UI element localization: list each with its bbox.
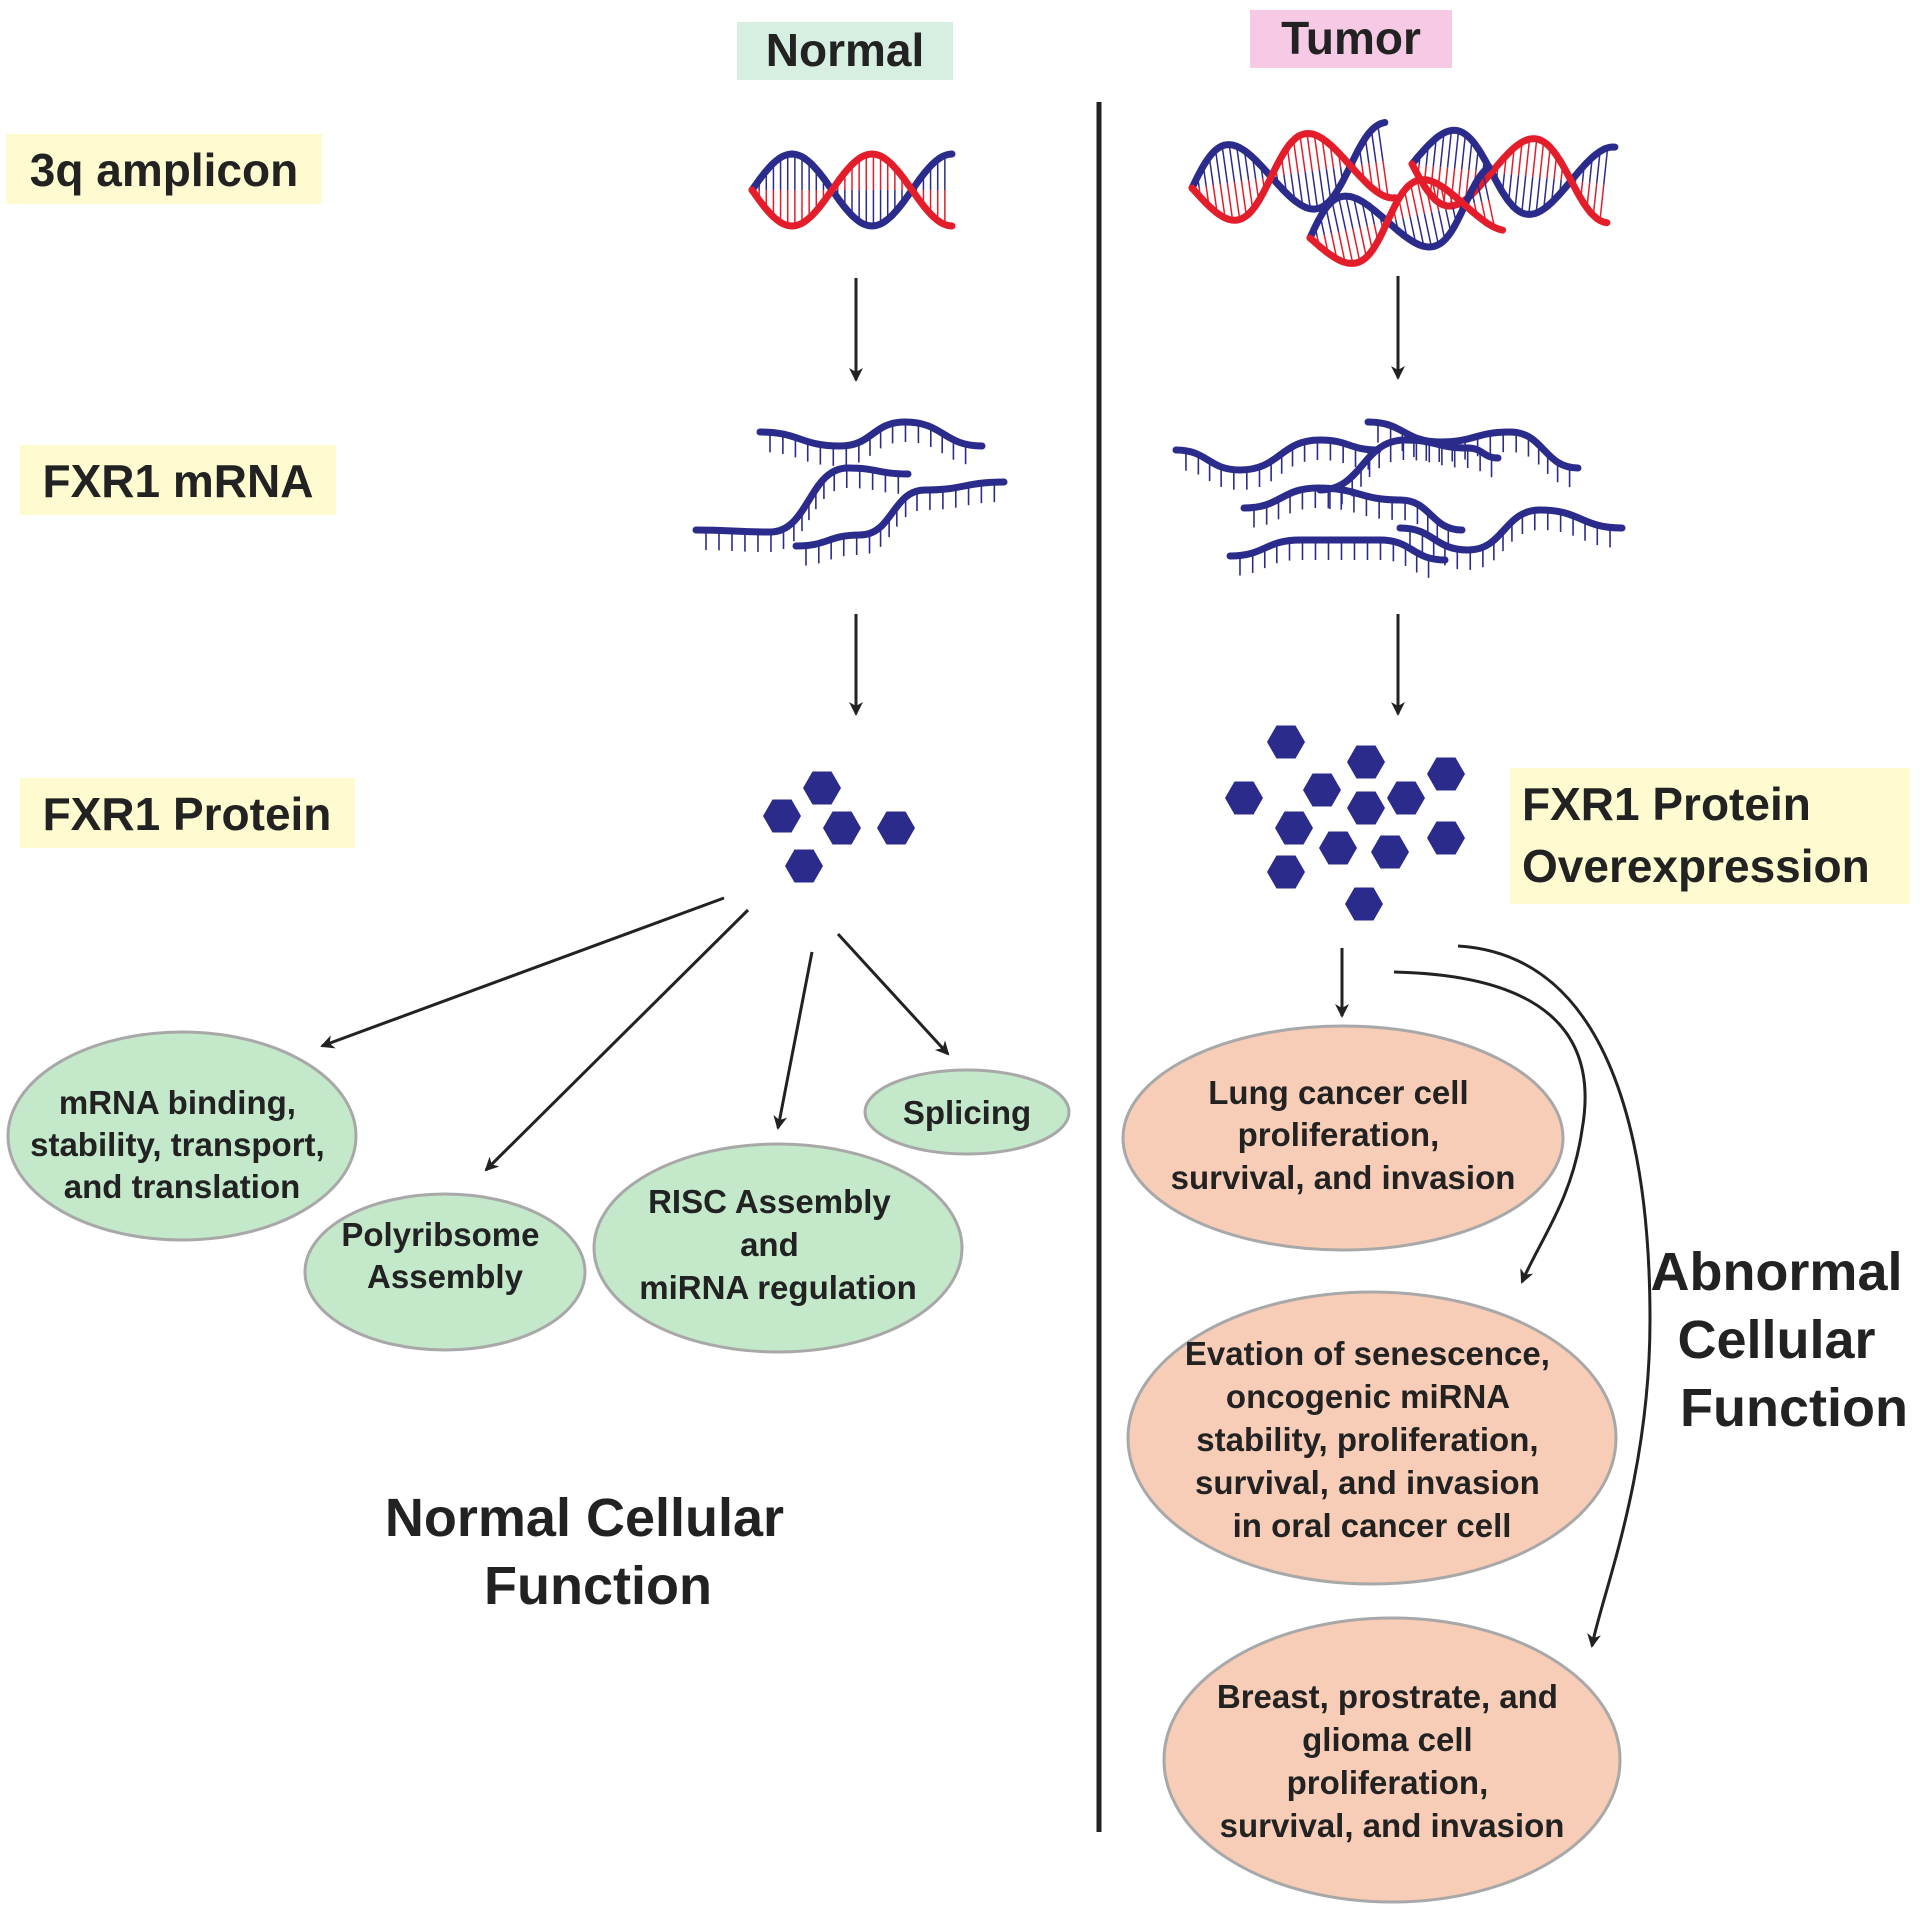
ellipse-breast: Breast, prostrate, and glioma cell proli… — [1162, 1616, 1622, 1904]
arrow-to-oral — [1393, 970, 1587, 1284]
arrow-to-polyribosome — [484, 908, 750, 1172]
label-fxr1-overexpression-text: FXR1 Protein Overexpression — [1522, 778, 1870, 892]
abnormal-cellular-function: Abnormal Cellular Function — [1650, 1242, 1917, 1438]
ellipse-polyribosome-text: Polyribsome Assembly — [341, 1216, 548, 1295]
mrna-strand-icon — [1172, 418, 1626, 578]
ellipse-oral: Evation of senescence, oncogenic miRNA s… — [1126, 1290, 1618, 1586]
protein-hexagon-icon — [763, 771, 915, 883]
arrow-to-breast — [1457, 944, 1652, 1648]
ellipse-breast-text: Breast, prostrate, and glioma cell proli… — [1217, 1678, 1567, 1844]
arrows — [320, 276, 1652, 1648]
dna-double-helix-icon — [748, 150, 956, 230]
normal-header-label: Normal — [766, 24, 924, 76]
ellipse-lung-text: Lung cancer cell proliferation, survival… — [1171, 1074, 1516, 1196]
ellipse-splicing: Splicing — [863, 1068, 1071, 1156]
ellipse-risc: RISC Assembly and miRNA regulation — [592, 1142, 964, 1354]
normal-cellular-function: Normal Cellular Function — [385, 1488, 799, 1616]
ellipse-risc-text: RISC Assembly and miRNA regulation — [639, 1183, 916, 1306]
protein-hexagon-icon — [1225, 725, 1465, 921]
mrna-strand-icon — [692, 418, 1008, 566]
arrow-to-mrna-binding — [320, 896, 725, 1049]
arrow-to-splicing — [836, 932, 950, 1056]
tumor-header: Tumor — [1250, 10, 1452, 68]
ellipse-mrna-binding-text: mRNA binding, stability, transport, and … — [30, 1084, 334, 1205]
label-3q-amplicon: 3q amplicon — [6, 134, 322, 204]
label-fxr1-protein-text: FXR1 Protein — [43, 788, 332, 840]
tumor-header-label: Tumor — [1281, 12, 1421, 64]
label-3q-amplicon-text: 3q amplicon — [30, 144, 298, 196]
ellipse-mrna-binding: mRNA binding, stability, transport, and … — [6, 1030, 358, 1242]
ellipse-oral-text: Evation of senescence, oncogenic miRNA s… — [1185, 1335, 1559, 1544]
ellipse-polyribosome: Polyribsome Assembly — [303, 1192, 587, 1352]
ellipse-splicing-text: Splicing — [903, 1094, 1031, 1131]
label-fxr1-mrna-text: FXR1 mRNA — [43, 455, 314, 507]
label-fxr1-protein: FXR1 Protein — [20, 778, 355, 848]
ellipse-lung: Lung cancer cell proliferation, survival… — [1121, 1024, 1565, 1252]
label-fxr1-mrna: FXR1 mRNA — [20, 445, 336, 515]
label-fxr1-overexpression: FXR1 Protein Overexpression — [1510, 768, 1910, 904]
normal-header: Normal — [737, 22, 953, 80]
arrow-to-risc — [773, 951, 814, 1130]
dna-double-helix-icon — [1188, 119, 1619, 267]
